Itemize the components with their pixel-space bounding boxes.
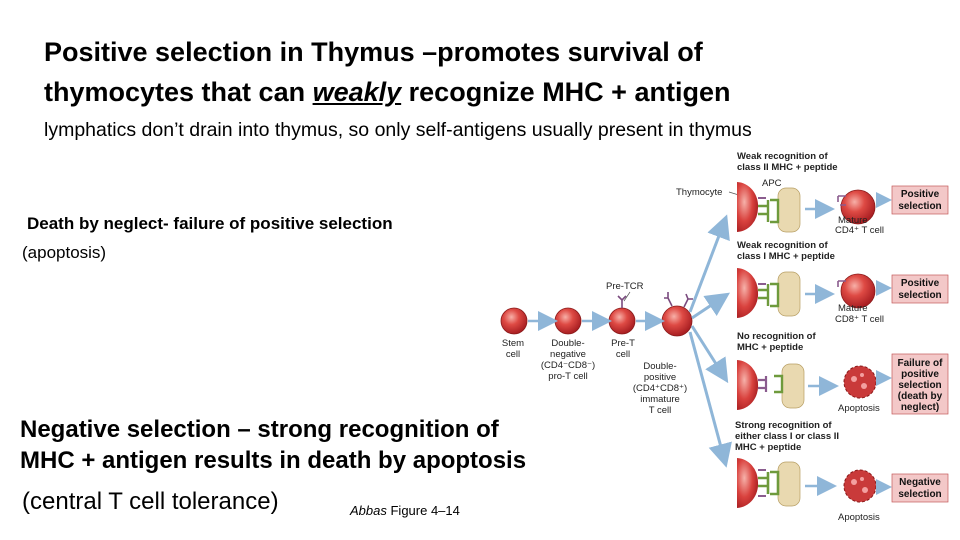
row-2-header-1: Weak recognition of bbox=[737, 240, 828, 251]
row-3-mhc bbox=[774, 374, 784, 394]
title-line-2-start: thymocytes that can bbox=[44, 77, 313, 107]
dp-label-2: positive bbox=[644, 372, 676, 383]
row-3-outcome-2: positive bbox=[901, 369, 939, 380]
row-3-tcr bbox=[758, 376, 768, 392]
pre-tcr-receptor bbox=[617, 292, 693, 308]
figure-credit: Abbas Figure 4–14 bbox=[350, 503, 460, 518]
row-1-mature-1: Mature bbox=[838, 215, 868, 226]
double-negative-cell bbox=[554, 307, 582, 335]
row-3-outcome-5: neglect) bbox=[901, 402, 939, 413]
row-4-apoptosis-label: Apoptosis bbox=[838, 512, 880, 523]
negative-selection-heading: Negative selection – strong recognition … bbox=[20, 414, 526, 476]
row-4-outcome-box bbox=[891, 473, 949, 503]
row-1-outcome-2: selection bbox=[898, 201, 941, 212]
row-2-outcome-2: selection bbox=[898, 290, 941, 301]
dn-label-4: pro-T cell bbox=[548, 371, 587, 382]
row-3-outcome-3: selection bbox=[898, 380, 941, 391]
row-4-coreceptors bbox=[758, 469, 766, 497]
dp-label-5: T cell bbox=[649, 405, 672, 416]
row-1: Weak recognition of class II MHC + pepti… bbox=[676, 151, 949, 236]
stem-label-2: cell bbox=[506, 349, 520, 360]
title-line-2: thymocytes that can weakly recognize MHC… bbox=[44, 72, 730, 112]
row-1-thymocyte-cell bbox=[737, 182, 759, 232]
row-2-outcome-box bbox=[891, 274, 949, 304]
death-by-neglect-heading: Death by neglect- failure of positive se… bbox=[27, 214, 393, 233]
negative-selection-line-1: Negative selection – strong recognition … bbox=[20, 416, 499, 443]
row-3-outcome-1: Failure of bbox=[897, 358, 943, 369]
slide-subtitle: lymphatics don’t drain into thymus, so o… bbox=[44, 119, 752, 141]
row-2-apc bbox=[777, 271, 801, 317]
thymocyte-label: Thymocyte bbox=[676, 187, 722, 198]
pre-tcr-label: Pre-TCR bbox=[606, 281, 644, 292]
title-emphasis-weakly: weakly bbox=[312, 77, 402, 107]
row-3-header-2: MHC + peptide bbox=[737, 342, 803, 353]
apc-label: APC bbox=[762, 178, 782, 189]
arrow-to-row-1 bbox=[688, 214, 730, 313]
arrow-to-row-3 bbox=[690, 325, 729, 384]
row-2-header-2: class I MHC + peptide bbox=[737, 251, 835, 262]
row-2-tcr-mhc bbox=[758, 282, 780, 308]
developmental-sequence: Pre-TCR Stem cell Double- negative (CD4⁻… bbox=[500, 281, 693, 416]
negative-selection-line-2: MHC + antigen results in death by apopto… bbox=[20, 447, 527, 474]
title-line-2-end: recognize MHC + antigen bbox=[401, 77, 731, 107]
dp-label-1: Double- bbox=[643, 361, 676, 372]
row-2: Weak recognition of class I MHC + peptid… bbox=[737, 240, 949, 325]
double-positive-cell bbox=[661, 305, 693, 337]
row-1-tcr-mhc bbox=[758, 198, 780, 224]
row-4-apc bbox=[777, 461, 801, 507]
credit-author: Abbas bbox=[350, 503, 387, 518]
row-1-outcome-1: Positive bbox=[901, 189, 940, 200]
pre-t-cell bbox=[608, 307, 636, 335]
stem-cell bbox=[500, 307, 528, 335]
death-by-neglect-note: (apoptosis) bbox=[22, 243, 107, 262]
row-4: Strong recognition of either class I or … bbox=[735, 420, 949, 523]
dp-label-4: immature bbox=[640, 394, 680, 405]
row-4-header-3: MHC + peptide bbox=[735, 442, 801, 453]
selection-arrows bbox=[688, 214, 732, 468]
slide-title: Positive selection in Thymus –promotes s… bbox=[44, 32, 730, 112]
row-4-apoptotic-cell bbox=[843, 469, 877, 503]
row-1-mature-receptors bbox=[837, 195, 846, 206]
row-1-outcome-box bbox=[891, 185, 949, 215]
row-3: No recognition of MHC + peptide Apoptosi… bbox=[737, 331, 949, 415]
pret-label-2: cell bbox=[616, 349, 630, 360]
row-2-mature-2: CD8⁺ T cell bbox=[835, 314, 884, 325]
row-3-outcome-box bbox=[891, 353, 949, 415]
credit-figure: Figure 4–14 bbox=[386, 503, 460, 518]
row-4-outcome-1: Negative bbox=[899, 477, 941, 488]
stem-label-1: Stem bbox=[502, 338, 524, 349]
row-3-thymocyte-cell bbox=[737, 360, 759, 410]
dn-label-2: negative bbox=[550, 349, 586, 360]
row-2-mature-cell bbox=[840, 273, 876, 309]
row-2-mature-1: Mature bbox=[838, 303, 868, 314]
row-1-apc bbox=[777, 187, 801, 233]
row-2-mature-receptors bbox=[837, 280, 846, 287]
row-1-header-1: Weak recognition of bbox=[737, 151, 828, 162]
row-1-header-2: class II MHC + peptide bbox=[737, 162, 838, 173]
row-3-header-1: No recognition of bbox=[737, 331, 816, 342]
row-1-mature-2: CD4⁺ T cell bbox=[835, 225, 884, 236]
dp-label-3: (CD4⁺CD8⁺) bbox=[633, 383, 687, 394]
row-4-thymocyte-cell bbox=[737, 458, 759, 508]
row-4-header-2: either class I or class II bbox=[735, 431, 839, 442]
row-2-thymocyte-cell bbox=[737, 268, 759, 318]
dn-label-1: Double- bbox=[551, 338, 584, 349]
row-3-apc bbox=[781, 363, 805, 409]
central-tolerance-note: (central T cell tolerance) bbox=[22, 488, 279, 515]
row-2-outcome-1: Positive bbox=[901, 278, 940, 289]
pret-label-1: Pre-T bbox=[611, 338, 635, 349]
dn-label-3: (CD4⁻CD8⁻) bbox=[541, 360, 595, 371]
row-3-apoptosis-label: Apoptosis bbox=[838, 403, 880, 414]
row-4-header-1: Strong recognition of bbox=[735, 420, 832, 431]
title-line-1: Positive selection in Thymus –promotes s… bbox=[44, 37, 703, 67]
row-3-outcome-4: (death by bbox=[898, 391, 943, 402]
row-3-apoptotic-cell bbox=[843, 365, 877, 399]
arrow-to-row-2 bbox=[691, 292, 730, 320]
row-4-tcr-mhc bbox=[758, 470, 780, 496]
pre-tcr-pointer bbox=[623, 291, 631, 302]
row-1-mature-cell bbox=[840, 189, 876, 225]
row-4-outcome-2: selection bbox=[898, 489, 941, 500]
arrow-to-row-4 bbox=[688, 331, 732, 468]
